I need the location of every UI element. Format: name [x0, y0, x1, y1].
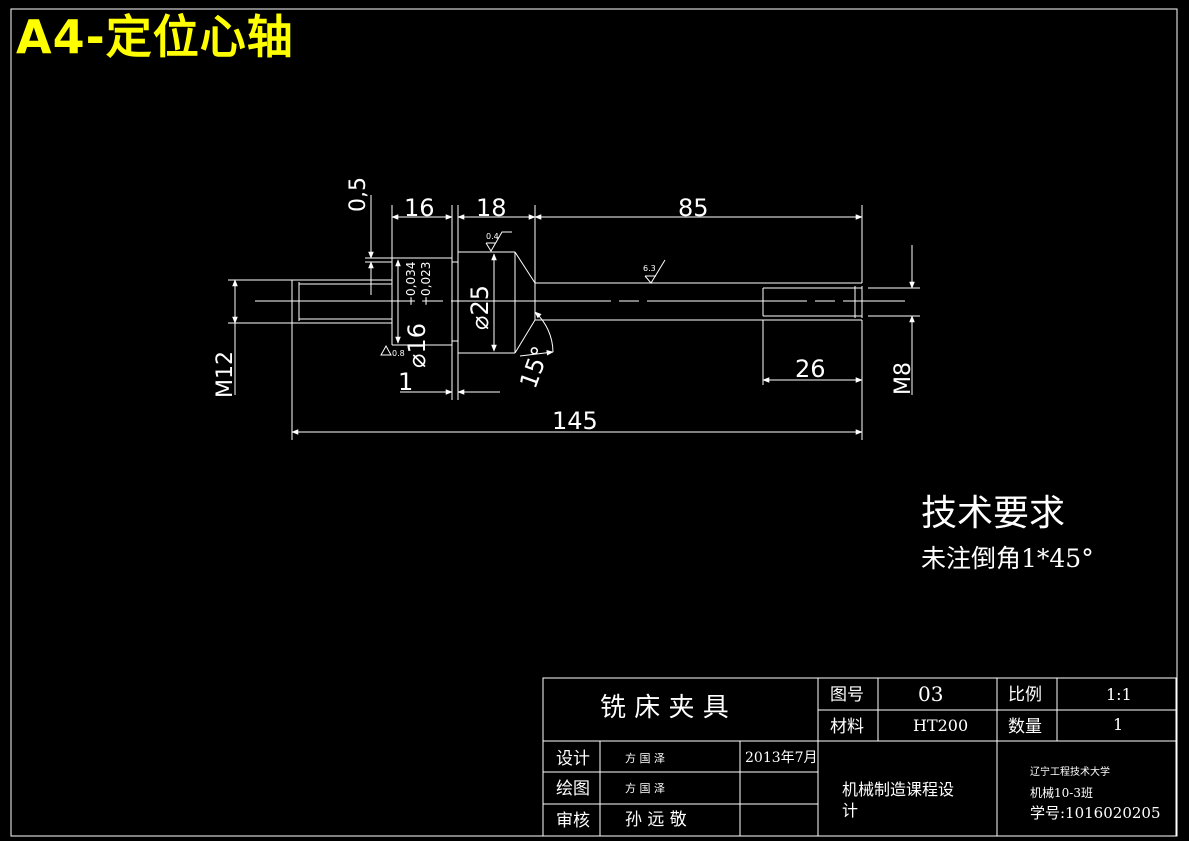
dim-0-5: 0,5 — [346, 177, 371, 212]
tb-school: 辽宁工程技术大学 — [1030, 765, 1110, 778]
dim-1: 1 — [398, 368, 413, 396]
tb-design-label: 设计 — [556, 749, 590, 769]
tb-draw-name: 方 国 泽 — [625, 781, 665, 795]
dim-dia25: ⌀25 — [466, 285, 494, 330]
dim-85: 85 — [678, 194, 709, 222]
dim-26: 26 — [795, 355, 826, 383]
roughness-symbol-top — [485, 231, 512, 252]
roughness-symbol-shaft — [644, 259, 666, 284]
tb-product-name: 铣 床 夹 具 — [600, 693, 729, 723]
dim-dia16: ⌀16 — [403, 323, 431, 368]
tb-drawing-no-label: 图号 — [830, 685, 864, 705]
tb-quantity-label: 数量 — [1008, 717, 1042, 737]
roughness-symbol-bottom — [380, 344, 392, 356]
roughness-04: 0.4 — [486, 232, 499, 241]
tech-requirements-heading: 技术要求 — [921, 493, 1066, 534]
tb-scale: 1:1 — [1106, 685, 1132, 704]
tb-material: HT200 — [913, 716, 968, 735]
tb-scale-label: 比例 — [1008, 685, 1042, 705]
tb-drawing-no: 03 — [918, 682, 943, 706]
tb-student-id: 学号:1016020205 — [1030, 804, 1161, 822]
roughness-08: 0.8 — [392, 349, 405, 358]
tb-design-name: 方 国 泽 — [625, 751, 665, 765]
tb-course-line2: 计 — [842, 801, 858, 820]
dim-18: 18 — [476, 194, 507, 222]
dim-m12: M12 — [213, 351, 238, 398]
tb-course-line1: 机械制造课程设 — [842, 780, 954, 799]
tb-class: 机械10-3班 — [1030, 785, 1093, 800]
extension-lines — [228, 205, 920, 440]
tb-review-name: 孙 远 敬 — [625, 810, 687, 830]
tb-review-label: 审核 — [556, 811, 590, 831]
roughness-63: 6.3 — [643, 264, 656, 273]
dim-m8: M8 — [891, 362, 916, 395]
sheet-title: A4-定位心轴 — [16, 10, 294, 64]
tb-draw-label: 绘图 — [556, 779, 590, 799]
tb-quantity: 1 — [1113, 715, 1123, 734]
title-block-grid — [542, 677, 1177, 837]
tb-material-label: 材料 — [830, 717, 864, 737]
dim-145: 145 — [552, 407, 598, 435]
dim-tol-lower: +0,023 — [419, 262, 433, 306]
tech-requirements-note: 未注倒角1*45° — [921, 544, 1094, 573]
dimension-lines — [232, 195, 915, 435]
dim-tol-upper: +0,034 — [404, 262, 418, 306]
dim-16: 16 — [404, 194, 435, 222]
tb-design-date: 2013年7月 — [745, 750, 818, 766]
